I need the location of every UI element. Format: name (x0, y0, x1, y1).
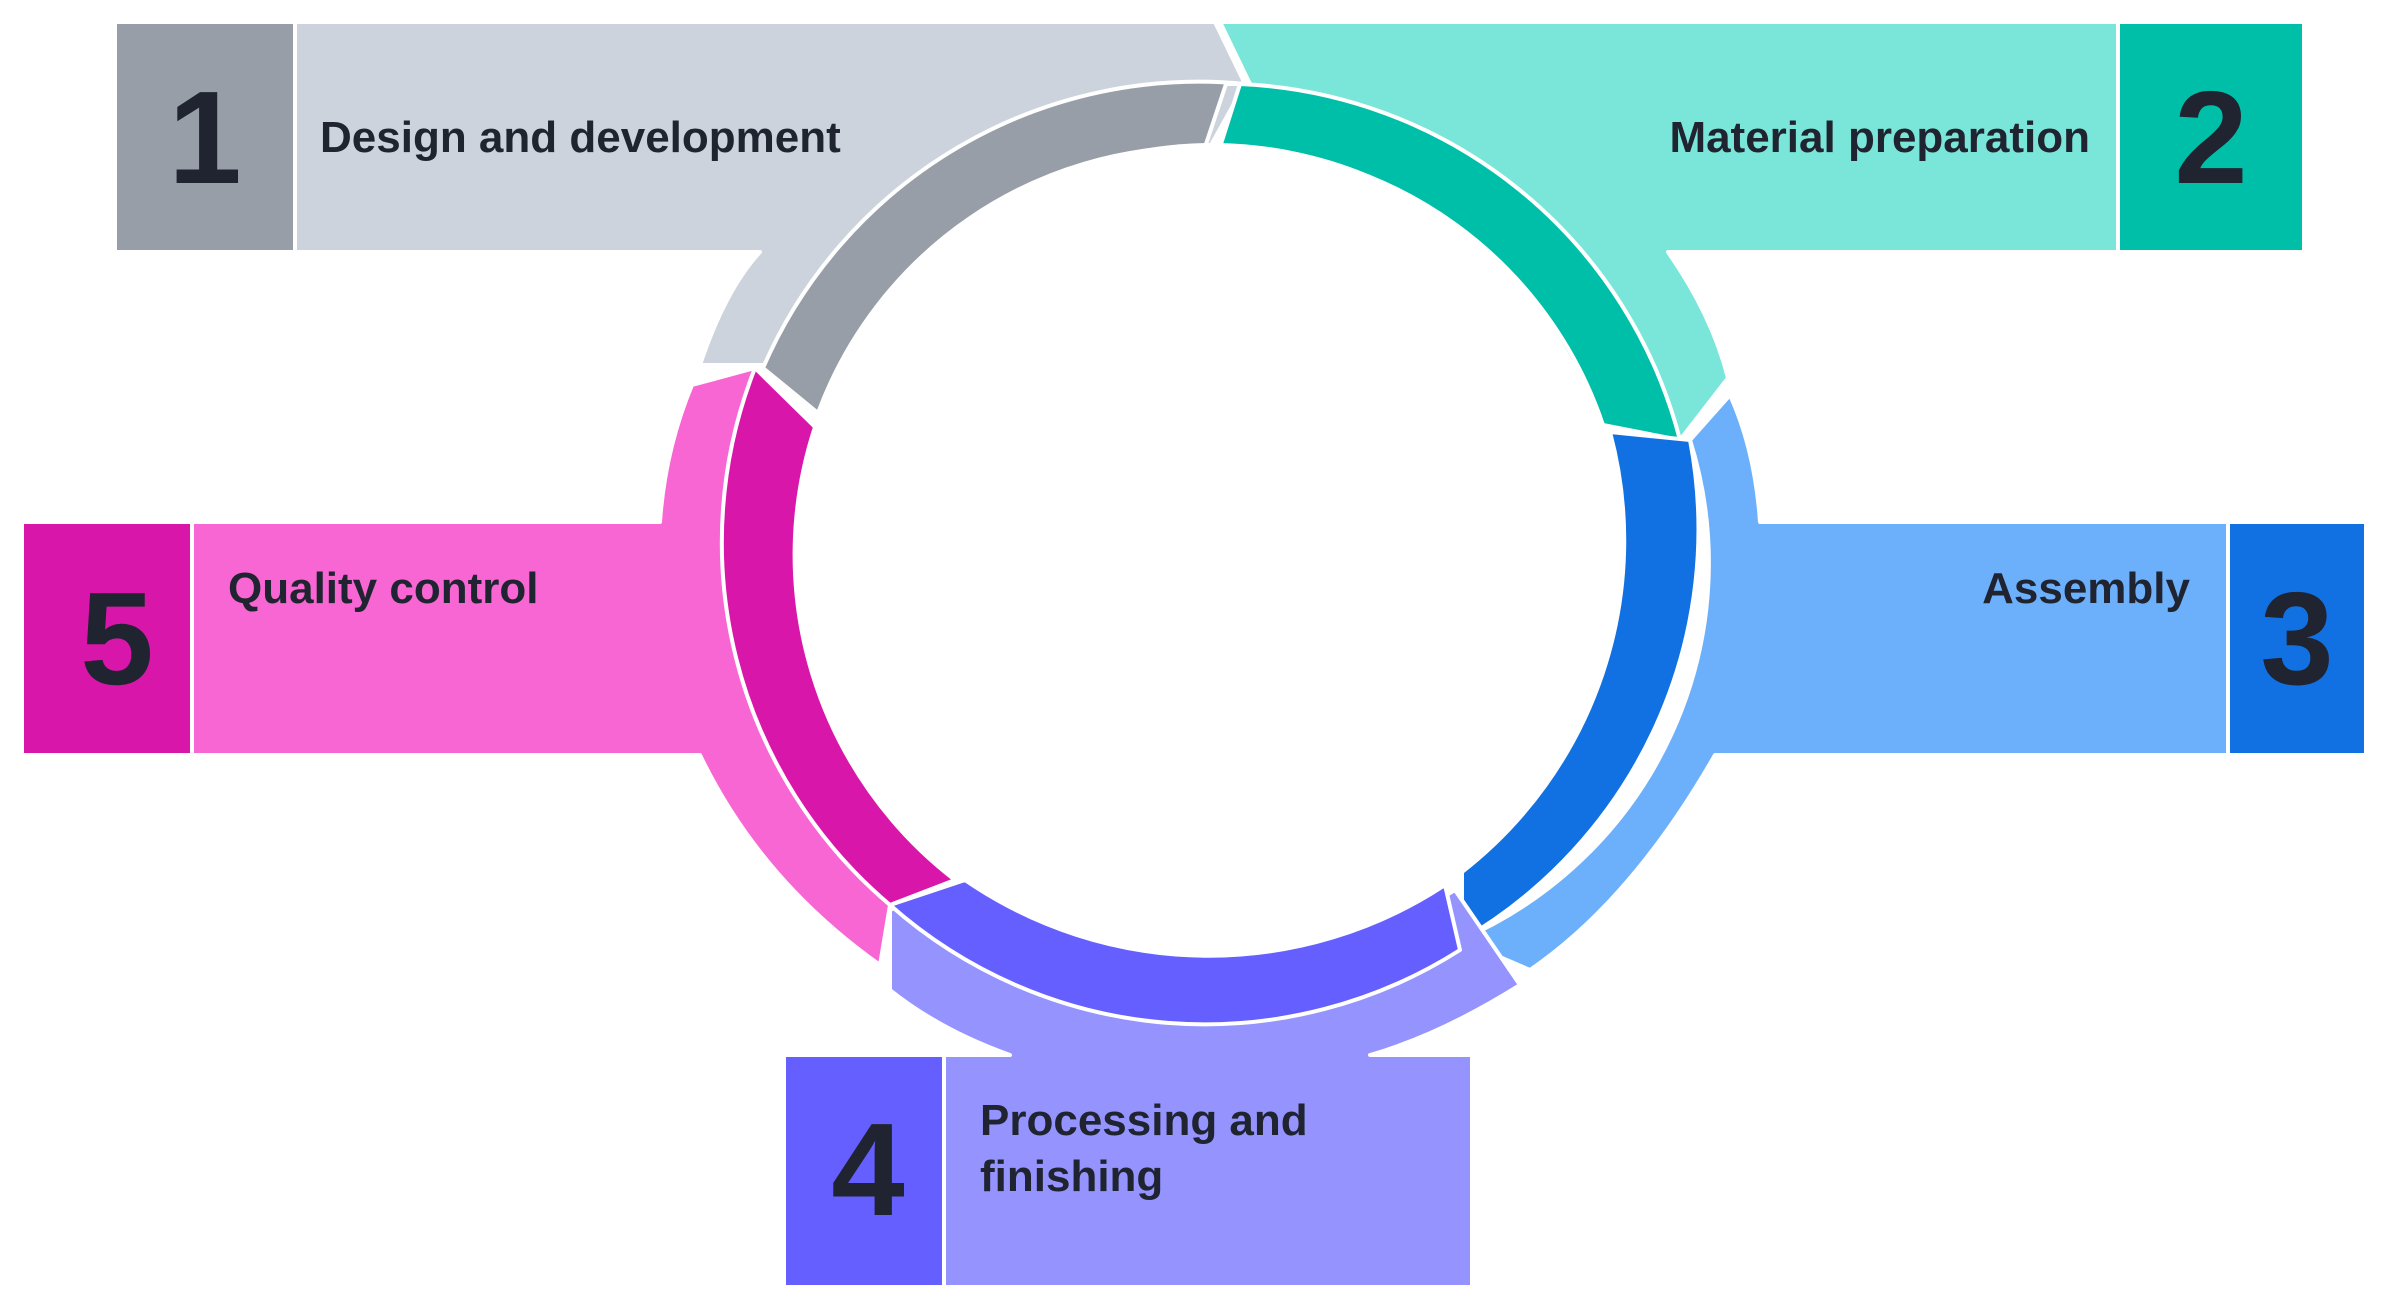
step-4-number: 4 (831, 1096, 904, 1243)
step-1-number: 1 (168, 64, 241, 211)
step-5-label: Quality control (228, 564, 538, 613)
step-1-label: Design and development (320, 113, 841, 162)
step-5-number-box (20, 520, 194, 757)
step-5-number: 5 (80, 565, 153, 712)
step-3: 3 Assembly (1458, 393, 2368, 972)
step-4-ring-segment (888, 878, 1462, 1027)
step-5-ring-segment (719, 366, 957, 907)
step-3-number: 3 (2260, 565, 2333, 712)
ring-inner-hole (805, 143, 1619, 957)
step-1: 1 Design and development (113, 20, 1248, 415)
step-2-label: Material preparation (1669, 113, 2090, 162)
step-1-ring-segment (761, 79, 1248, 415)
step-3-label: Assembly (1982, 564, 2190, 613)
step-3-number-box (2226, 520, 2368, 757)
step-2-number: 2 (2174, 64, 2247, 211)
step-5: 5 Quality control (20, 366, 957, 967)
step-4-number-box (782, 1053, 946, 1289)
step-1-number-box (113, 20, 297, 254)
step-2-number-box (2116, 20, 2306, 254)
